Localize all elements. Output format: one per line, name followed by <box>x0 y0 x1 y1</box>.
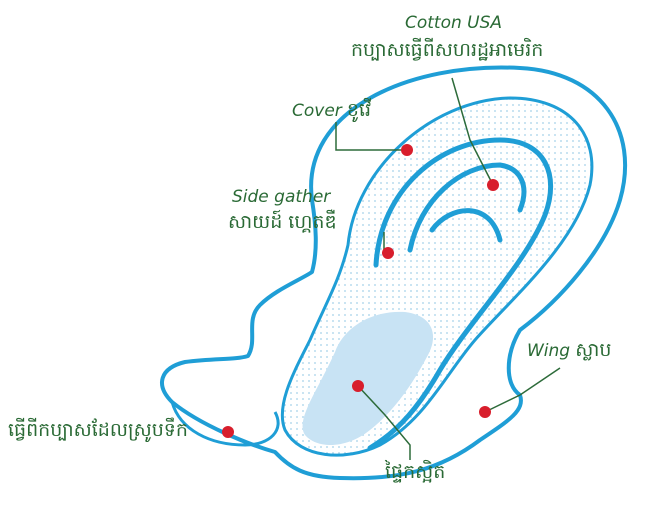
label-side-gather-en: Side gather <box>232 187 331 207</box>
leader-cotton <box>451 77 494 186</box>
label-wing-en: Wing <box>527 341 571 361</box>
label-core-km: ផ្ទៃកស្អិត <box>385 461 446 483</box>
label-bottom-left-km: ធ្វើពីកប្បាសដែលស្រូបទឹក <box>8 419 188 441</box>
absorbent-core <box>302 311 434 446</box>
marker-side-gather <box>382 247 394 259</box>
front-panel <box>170 401 280 447</box>
marker-wing <box>479 406 491 418</box>
center-arch <box>429 208 503 243</box>
label-wing: Wing ស្លាប <box>527 340 611 361</box>
marker-bottom-left <box>222 426 234 438</box>
side-gather-line <box>367 137 554 451</box>
label-cotton-en: Cotton USA <box>405 13 503 33</box>
marker-cotton <box>487 179 499 191</box>
label-wing-km: ស្លាប <box>575 339 612 361</box>
label-cover-km: ខូវើ <box>346 99 371 121</box>
marker-core <box>352 380 364 392</box>
label-cotton-km: កប្បាសធ្វើពីសហរដ្ឋអាមេរិក <box>351 39 544 61</box>
label-cover-en: Cover <box>292 101 342 121</box>
leader-wing <box>484 367 561 413</box>
label-cover: Cover ខូវើ <box>292 100 371 121</box>
label-side-gather-km: សាយដ៍ ហ្គេតឌឺ <box>228 211 337 233</box>
marker-cover <box>401 144 413 156</box>
side-gather-line-inner <box>407 162 527 253</box>
leader-cover <box>335 122 407 151</box>
leader-core <box>357 385 411 460</box>
